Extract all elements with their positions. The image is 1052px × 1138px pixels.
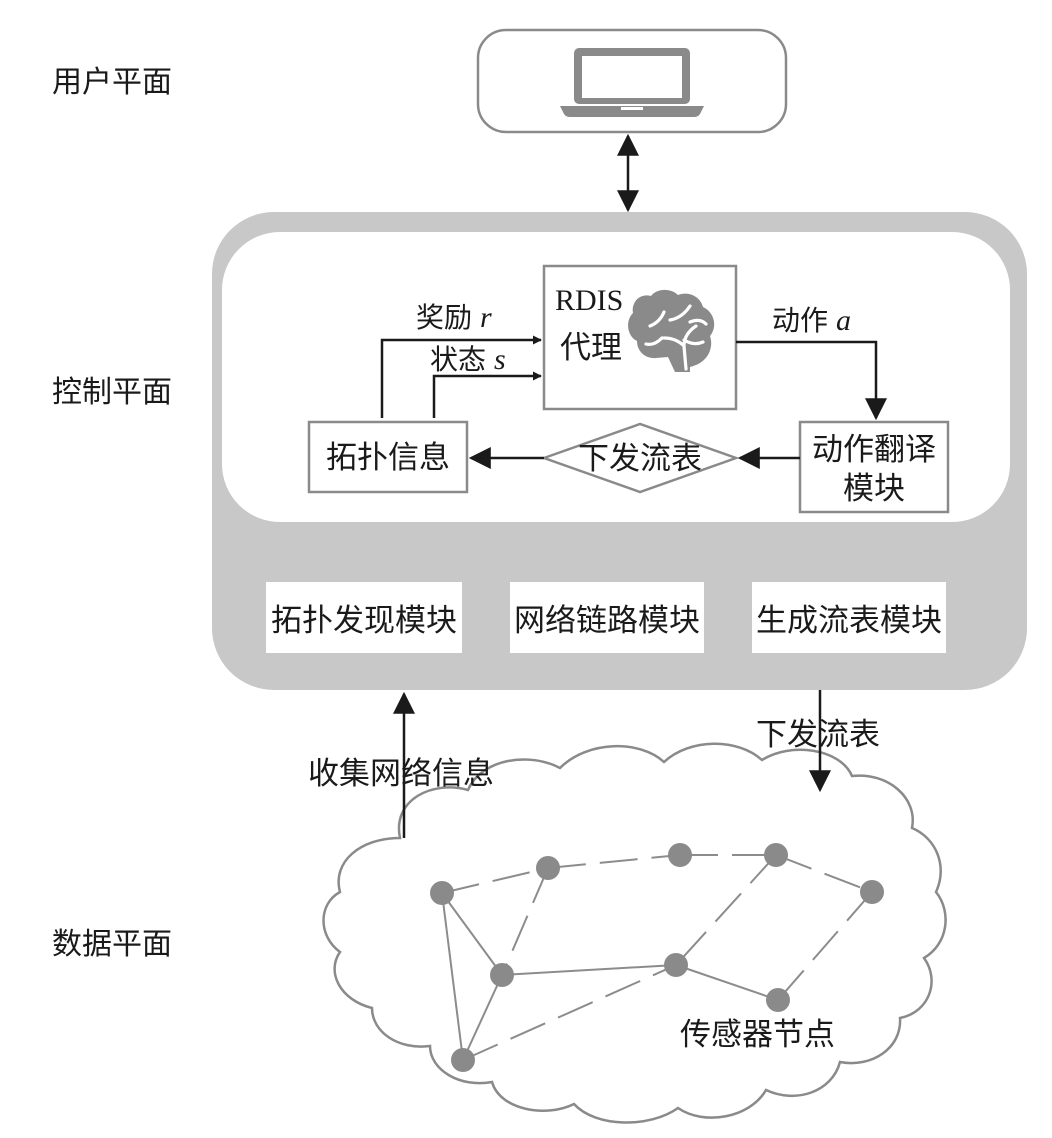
sensor-node <box>536 856 560 880</box>
network-edge <box>441 892 464 1061</box>
laptop-icon <box>560 48 704 117</box>
topology-discovery-label: 拓扑发现模块 <box>271 603 457 639</box>
sensor-network-cloud <box>322 742 947 1124</box>
issue-flow-outer-label: 下发流表 <box>756 717 880 753</box>
topology-discovery-module <box>266 582 462 653</box>
topology-info-box <box>307 420 469 494</box>
network-edge <box>462 964 677 1061</box>
sensor-node <box>766 988 790 1012</box>
network-link-label: 网络链路模块 <box>514 603 700 639</box>
network-edge <box>501 964 677 976</box>
sensor-nodes-label: 传感器节点 <box>680 1017 835 1053</box>
sensor-node <box>860 880 884 904</box>
network-edge <box>441 892 503 976</box>
issue-flow-diamond <box>540 422 740 494</box>
reward-arrow <box>380 335 542 418</box>
flow-generation-label: 生成流表模块 <box>756 603 942 639</box>
svg-text:动作a: 动作a <box>772 304 851 337</box>
network-nodes <box>430 843 884 1072</box>
action-translate-box <box>798 420 950 514</box>
action-arrow <box>736 340 887 421</box>
network-link-module <box>510 582 704 653</box>
network-edge <box>501 867 549 976</box>
issue-flow-inner-label: 下发流表 <box>578 441 702 477</box>
action-translate-line1: 动作翻译 <box>812 432 936 468</box>
state-arrow <box>432 371 542 418</box>
topology-info-label: 拓扑信息 <box>326 440 450 476</box>
network-edge <box>777 891 873 1001</box>
agent-role: 代理 <box>560 330 622 366</box>
svg-text:奖励r: 奖励r <box>416 301 492 334</box>
network-edge <box>675 964 779 1001</box>
action-translate-line2: 模块 <box>843 471 905 507</box>
user-plane-label: 用户平面 <box>52 65 172 100</box>
sensor-node <box>451 1048 475 1072</box>
sensor-node <box>430 881 454 905</box>
control-plane-label: 控制平面 <box>52 375 172 410</box>
flow-generation-module <box>752 582 946 653</box>
network-edge <box>441 867 549 894</box>
network-edges <box>441 854 873 1061</box>
sensor-node <box>490 963 514 987</box>
data-plane-label: 数据平面 <box>52 927 172 962</box>
network-edge <box>675 854 777 966</box>
sensor-node <box>664 953 688 977</box>
agent-name: RDIS <box>555 284 623 317</box>
network-edge <box>775 854 873 893</box>
network-edge <box>547 854 681 869</box>
network-edge <box>462 974 503 1061</box>
svg-text:状态s: 状态s <box>430 343 506 376</box>
collect-info-label: 收集网络信息 <box>308 756 494 792</box>
brain-icon <box>628 289 715 372</box>
sensor-node <box>764 843 788 867</box>
sensor-node <box>668 843 692 867</box>
